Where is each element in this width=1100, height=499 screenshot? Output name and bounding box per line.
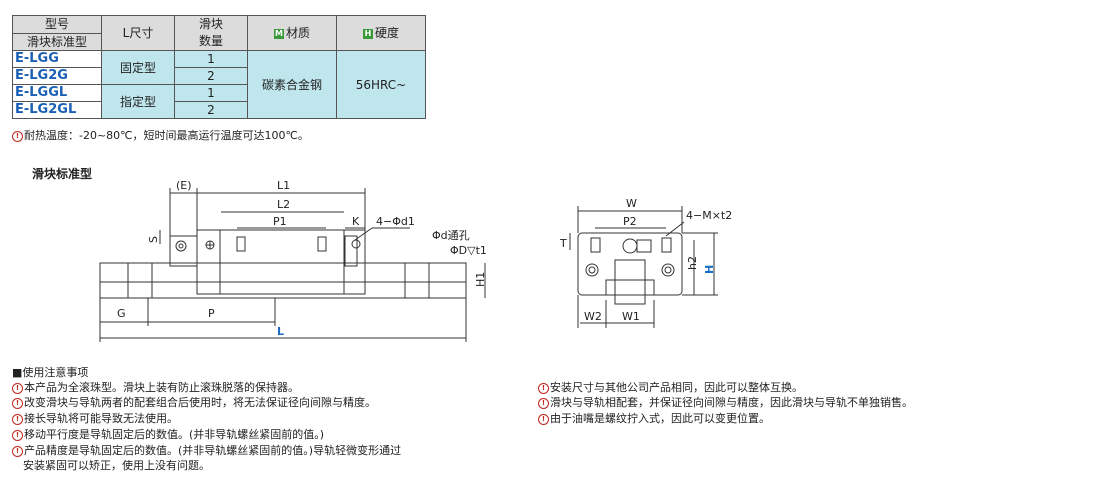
side-slider-block <box>577 232 683 296</box>
note-icon: ! <box>12 413 23 425</box>
dim-s: S <box>147 236 160 243</box>
dim-w: W <box>626 197 637 210</box>
dim-w2: W2 <box>584 310 602 323</box>
notes-title: ■使用注意事项 <box>12 366 89 379</box>
end-seal <box>169 235 198 267</box>
dim-l2: L2 <box>277 198 290 211</box>
dim-e: (E) <box>176 179 192 192</box>
dim-k: K <box>352 215 360 228</box>
hardness-mark-icon: H <box>362 28 373 39</box>
material-value: 碳素合金钢 <box>247 50 337 119</box>
dim-p1: P1 <box>273 215 287 228</box>
dim-h: H <box>703 265 716 274</box>
model-cell: E-LG2GL <box>12 101 102 119</box>
note-item: !改变滑块与导轨两者的配套组合后使用时，将无法保证径向间隙与精度。 <box>12 396 376 410</box>
dim-t: T <box>559 237 567 250</box>
note-icon: ! <box>12 130 23 142</box>
model-cell: E-LG2G <box>12 67 102 85</box>
note-item: !本产品为全滚珠型。滑块上装有防止滚珠脱落的保持器。 <box>12 381 299 395</box>
slider-block <box>196 229 366 295</box>
rail-body <box>99 262 467 299</box>
l-type-cell: 固定型 <box>101 50 175 85</box>
dim-p: P <box>208 307 215 320</box>
note-icon: ! <box>538 397 549 409</box>
note-icon: ! <box>12 429 23 441</box>
dim-hole: Φd通孔 <box>432 229 470 242</box>
note-icon: ! <box>538 413 549 425</box>
qty-cell: 2 <box>174 101 248 119</box>
dim-w1: W1 <box>622 310 640 323</box>
dim-g: G <box>117 307 126 320</box>
grease-nipple-icon <box>175 240 187 252</box>
note-item: !移动平行度是导轨固定后的数值。(并非导轨螺丝紧固前的值。) <box>12 428 324 442</box>
heat-note: !耐热温度：-20~80℃，短时间最高运行温度可达100℃。 <box>12 129 309 143</box>
note-icon: ! <box>12 397 23 409</box>
side-rail <box>614 259 646 305</box>
dim-counterbore: ΦD▽t1 <box>450 244 487 257</box>
rail-bolt-left <box>127 262 153 299</box>
qty-cell: 2 <box>174 67 248 85</box>
dim-p2: P2 <box>623 215 637 228</box>
model-cell: E-LGGL <box>12 84 102 102</box>
rail-bolt-right <box>404 262 430 299</box>
header-slider-qty: 滑块数量 <box>174 15 248 51</box>
dim-m: 4−M×t2 <box>686 209 732 222</box>
note-icon: ! <box>12 382 23 394</box>
model-cell: E-LGG <box>12 50 102 68</box>
dim-h2: h2 <box>686 256 699 270</box>
note-item: !安装尺寸与其他公司产品相同，因此可以整体互换。 <box>538 381 803 395</box>
header-model-top: 型号 <box>12 15 102 34</box>
header-model-bottom: 滑块标准型 <box>12 32 102 51</box>
qty-cell: 1 <box>174 50 248 68</box>
note-icon: ! <box>12 445 23 457</box>
dim-l: L <box>277 325 284 338</box>
dim-h1: H1 <box>474 272 487 287</box>
note-item: !滑块与导轨相配套，并保证径向间隙与精度，因此滑块与导轨不单独销售。 <box>538 396 913 410</box>
dim-d1: 4−Φd1 <box>376 215 415 228</box>
l-type-cell: 指定型 <box>101 84 175 119</box>
note-item: !接长导轨将可能导致无法使用。 <box>12 412 178 426</box>
section-title: 滑块标准型 <box>32 167 93 181</box>
dim-l1: L1 <box>277 179 290 192</box>
note-item: !由于油嘴是螺纹拧入式，因此可以变更位置。 <box>538 412 770 426</box>
material-mark-icon: M <box>273 28 284 39</box>
hardness-value: 56HRC~ <box>336 50 426 119</box>
note-item-continued: 安装紧固可以矫正，使用上没有问题。 <box>23 459 210 472</box>
note-item: !产品精度是导轨固定后的数值。(并非导轨螺丝紧固前的值。)导轨轻微变形通过 <box>12 444 401 458</box>
note-icon: ! <box>538 382 549 394</box>
